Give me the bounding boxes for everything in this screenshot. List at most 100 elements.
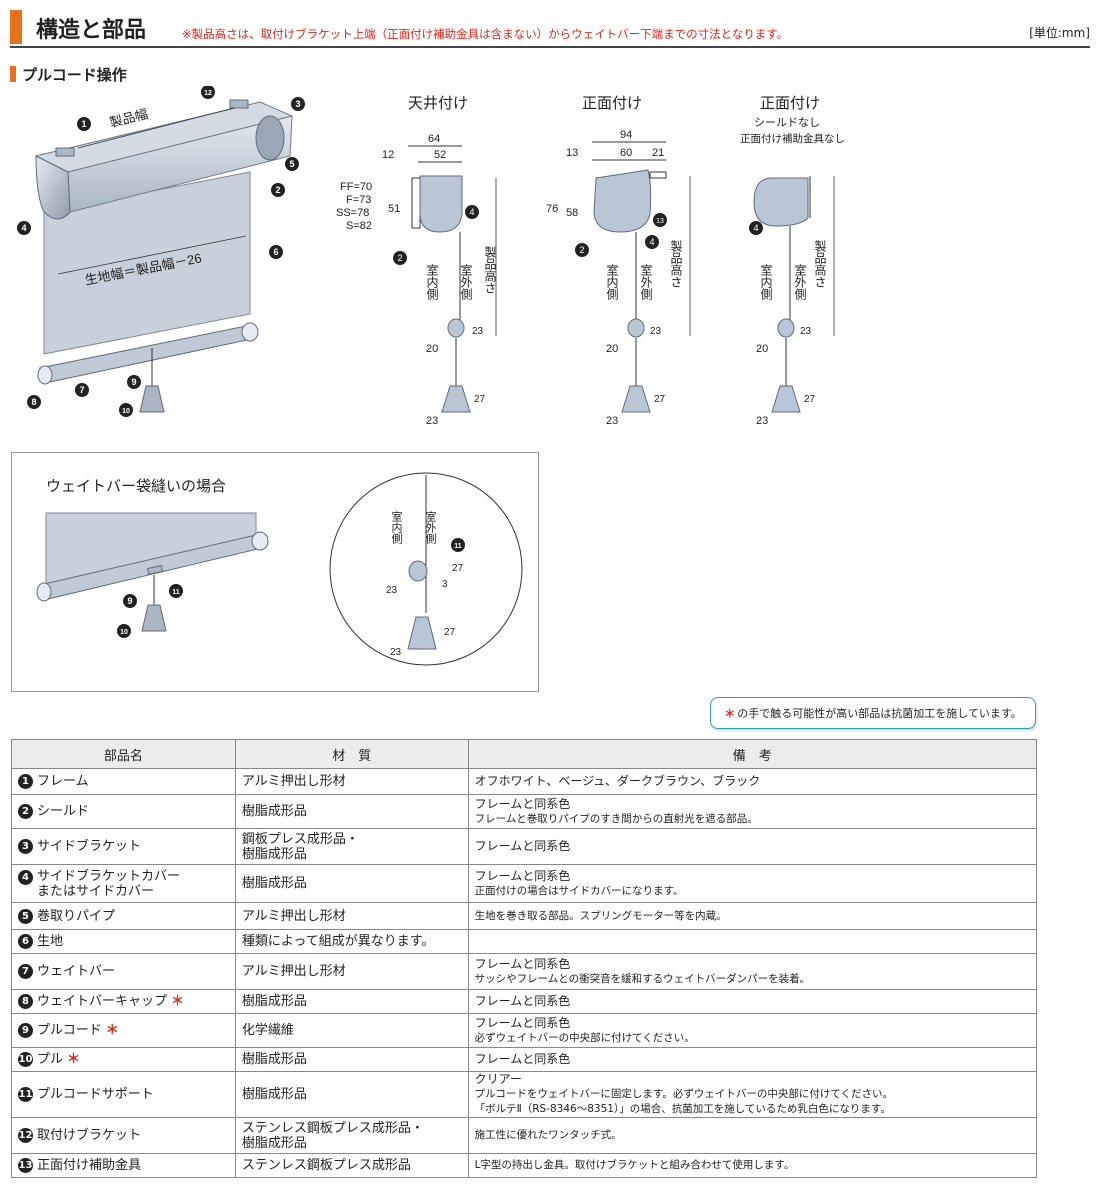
svg-text:64: 64 [428,133,440,145]
material-cell: アルミ押出し形材 [234,768,469,795]
svg-text:室外側: 室外側 [639,263,653,300]
asterisk-icon: ＊ [171,994,185,1009]
remarks-sub: フレームと巻取りパイプのすき間からの直射光を遮る部品。 [474,812,758,825]
part-name: 巻取りパイプ [37,908,116,924]
svg-text:2: 2 [579,245,584,255]
remarks-cell: フレームと同系色フレームと巻取りパイプのすき間からの直射光を遮る部品。 [467,794,1038,829]
svg-text:23: 23 [800,326,812,337]
weight-bar-cap [37,365,53,385]
asterisk-icon: ＊ [105,1023,119,1038]
roll-pipe-end [255,115,285,161]
remarks-sub: サッシやフレームとの衝突音を緩和するウェイトバーダンパーを装着。 [474,972,811,985]
front-mount-noshield-view: 正面付け シールドなし 正面付け補助金具なし 製品高さ 室内側 室外側 23 2… [740,95,845,427]
svg-text:20: 20 [756,343,768,355]
svg-text:27: 27 [452,563,464,574]
part-number-badge: 13 [18,1158,33,1173]
remarks-main: フレームと同系色 [474,1052,571,1066]
part-number-badge: 9 [18,1023,33,1038]
material-cell: アルミ押出し形材 [234,902,469,930]
svg-text:S=82: S=82 [346,220,372,232]
svg-text:11: 11 [454,543,462,550]
remarks-cell: 施工性に優れたワンタッチ式。 [467,1117,1038,1154]
remarks-cell: フレームと同系色 [467,989,1038,1014]
svg-text:20: 20 [426,343,438,355]
part-name: フレーム [37,774,89,789]
remarks-sub: 必ずウェイトバーの中央部に付けてください。 [474,1031,695,1044]
material-text: 樹脂成形品 [241,1087,307,1102]
asterisk-icon: ＊ [724,707,736,720]
svg-text:SS=78: SS=78 [336,207,369,219]
remarks-sub: L字型の持出し金具。取付けブラケットと組み合わせて使用します。 [474,1159,795,1171]
structure-diagram: 製品幅 生地幅＝製品幅－26 1 2 3 4 5 6 7 8 9 10 12 天… [17,86,845,427]
svg-text:F=73: F=73 [346,194,371,206]
svg-text:4: 4 [469,207,474,217]
svg-text:室外側: 室外側 [459,263,473,300]
svg-text:5: 5 [289,159,294,169]
material-cell: 樹脂成形品 [234,1047,469,1072]
svg-text:23: 23 [606,415,618,427]
part-number-badge: 7 [18,964,33,979]
header-accent-bar [10,10,22,44]
remarks-sub: 「ボルテⅡ（RS-8346～8351）」の場合、抗菌加工を施しているため乳白色に… [474,1103,891,1115]
blind-illustration: 製品幅 生地幅＝製品幅－26 1 2 3 4 5 6 7 8 9 10 12 [17,86,305,417]
svg-text:7: 7 [79,385,84,395]
remarks-sub: 生地を巻き取る部品。スプリングモーター等を内蔵。 [474,909,727,922]
material-cell: 種類によって組成が異なります。 [234,929,469,954]
remarks-main: フレームと同系色 [474,868,571,883]
svg-text:76: 76 [546,203,558,215]
material-text: 化学繊維 [241,1023,294,1038]
svg-text:12: 12 [382,149,394,161]
material-cell: アルミ押出し形材 [234,953,469,990]
remarks-cell: フレームと同系色サッシやフレームとの衝突音を緩和するウェイトバーダンパーを装着。 [467,953,1038,990]
svg-text:正面付け補助金具なし: 正面付け補助金具なし [740,132,845,145]
svg-text:製品高さ: 製品高さ [483,246,497,294]
material-cell: 樹脂成形品 [234,1071,469,1118]
svg-text:27: 27 [654,394,666,405]
svg-text:製品高さ: 製品高さ [669,240,683,288]
part-number-badge: 11 [18,1087,33,1102]
remarks-sub: 正面付けの場合はサイドカバーになります。 [474,884,684,897]
sewn-weight-bar-box: 11 9 10 室内側 室外側 23 27 3 27 23 11 ウェイトバー袋… [11,452,539,692]
svg-text:11: 11 [172,589,180,596]
part-name: 正面付け補助金具 [37,1158,142,1173]
part-number-badge: 8 [18,994,33,1009]
side-cover-left [35,155,71,220]
label-product-width: 製品幅 [108,106,149,130]
svg-text:1: 1 [81,119,86,129]
section-title: プルコード操作 [10,64,127,84]
view-title-front-noshield: 正面付け [760,95,820,112]
svg-text:52: 52 [434,149,446,161]
remarks-main: フレームと同系色 [474,956,571,971]
svg-text:51: 51 [388,203,400,215]
header-part-name: 部品名 [11,739,236,769]
part-number-badge: 2 [18,804,33,819]
material-text: 種類によって組成が異なります。 [241,934,435,949]
unit-label: [単位:mm] [1029,26,1090,40]
material-cell: 鋼板プレス成形品・樹脂成形品 [234,828,469,865]
part-number-badge: 12 [18,1128,33,1143]
svg-text:20: 20 [606,343,618,355]
part-name: またはサイドカバー [37,883,155,899]
svg-text:室外側: 室外側 [424,510,437,544]
view-title-ceiling: 天井付け [408,95,468,112]
section-marker [10,66,16,82]
part-name: 生地 [37,934,64,949]
material-text: 樹脂成形品 [241,846,307,862]
svg-text:8: 8 [31,397,36,407]
svg-text:製品高さ: 製品高さ [813,240,827,288]
svg-text:4: 4 [753,223,758,233]
asterisk-icon: ＊ [67,1052,81,1067]
